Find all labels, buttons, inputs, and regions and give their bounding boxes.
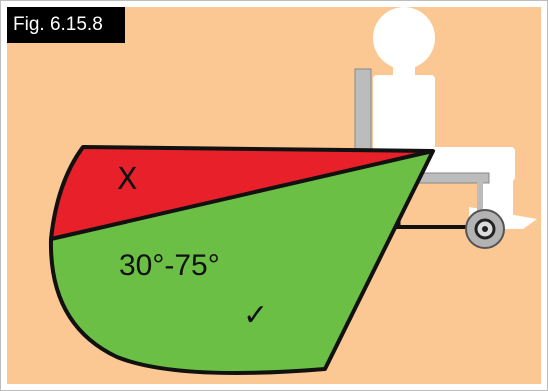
- approved-zone-mark: ✓: [243, 298, 268, 333]
- angle-range-label: 30°-75°: [119, 249, 220, 282]
- figure-label: Fig. 6.15.8: [7, 7, 125, 43]
- wheelchair-reach-diagram: X 30°-75° ✓: [7, 7, 541, 384]
- figure-panel: X 30°-75° ✓ Fig. 6.15.8: [7, 7, 541, 384]
- person-head: [373, 7, 435, 69]
- excluded-zone-mark: X: [117, 162, 138, 197]
- wheelchair-caster-wheel: [466, 210, 504, 248]
- person-neck: [393, 64, 415, 76]
